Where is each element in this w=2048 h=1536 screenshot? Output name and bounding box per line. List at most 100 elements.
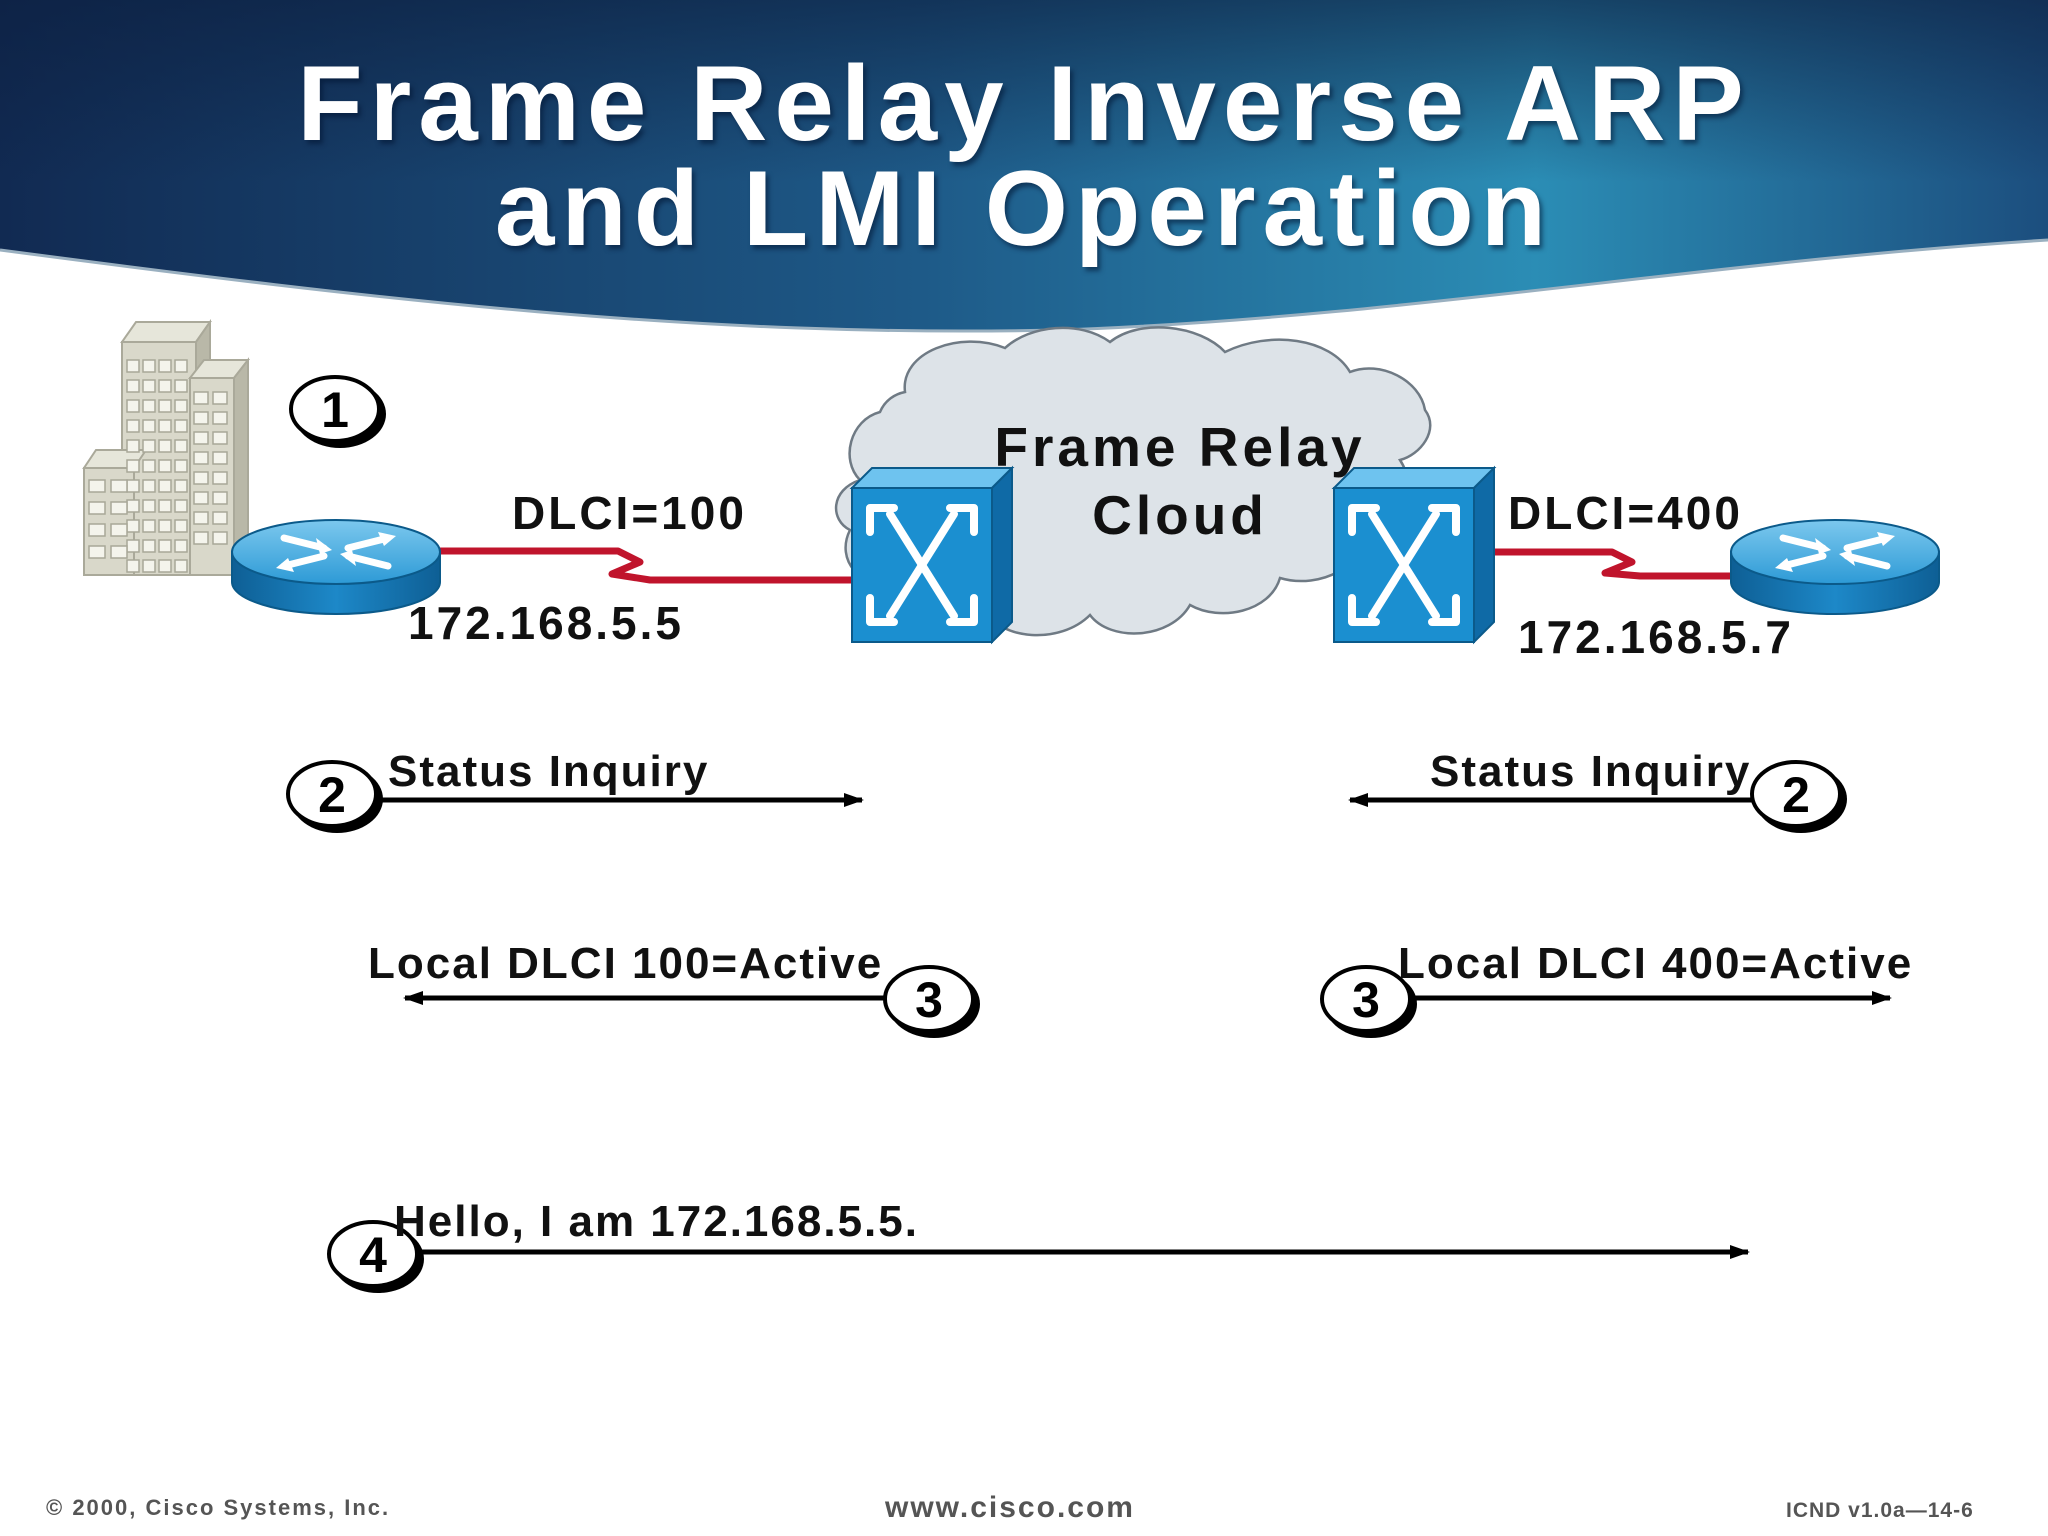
local-dlci-100-label: Local DLCI 100=Active — [368, 939, 884, 988]
cloud-label-line-2: Cloud — [1092, 484, 1268, 546]
step-circle-2-left: 2 — [286, 760, 383, 833]
building-window — [142, 419, 156, 433]
building-window — [212, 511, 228, 525]
footer-copyright: © 2000, Cisco Systems, Inc. — [46, 1495, 391, 1520]
title-line-2: and LMI Operation — [494, 148, 1554, 268]
hello-label: Hello, I am 172.168.5.5. — [394, 1197, 919, 1246]
building-window — [126, 519, 140, 533]
status-inquiry-left-label: Status Inquiry — [388, 747, 710, 796]
building-window — [126, 399, 140, 413]
left-ip-label: 172.168.5.5 — [408, 597, 685, 649]
building-window — [212, 391, 228, 405]
building-window — [174, 519, 188, 533]
building-window — [193, 511, 209, 525]
building-window — [158, 439, 172, 453]
building-window — [126, 379, 140, 393]
building-window — [212, 531, 228, 545]
building-icon — [82, 318, 251, 576]
building-window — [174, 479, 188, 493]
step-circle-3-left: 3 — [883, 965, 980, 1038]
building-window — [212, 431, 228, 445]
building-window — [193, 431, 209, 445]
svg-text:2: 2 — [318, 767, 346, 823]
building-window — [142, 439, 156, 453]
building-window — [110, 545, 128, 559]
building-window — [126, 539, 140, 553]
building-window — [126, 559, 140, 573]
building-window — [142, 479, 156, 493]
building-window — [88, 545, 106, 559]
building-window — [193, 491, 209, 505]
router-icon — [231, 519, 441, 615]
left-dlci-label: DLCI=100 — [512, 487, 747, 539]
building-window — [142, 379, 156, 393]
building-window — [212, 411, 228, 425]
cloud-label-line-1: Frame Relay — [994, 416, 1366, 478]
building-window — [126, 359, 140, 373]
building-window — [174, 379, 188, 393]
building-window — [158, 499, 172, 513]
building-window — [88, 479, 106, 493]
building-window — [174, 559, 188, 573]
building-window — [158, 479, 172, 493]
building-window — [142, 359, 156, 373]
svg-text:3: 3 — [1352, 972, 1380, 1028]
building-window — [126, 419, 140, 433]
building-window — [193, 451, 209, 465]
building-window — [174, 419, 188, 433]
header-banner — [0, 0, 2048, 333]
building-window — [212, 491, 228, 505]
building-window — [110, 479, 128, 493]
building-window — [158, 379, 172, 393]
frame-relay-switch-icon — [849, 465, 1015, 645]
building-window — [88, 523, 106, 537]
building-window — [110, 501, 128, 515]
building-window — [158, 419, 172, 433]
building-window — [158, 519, 172, 533]
building-window — [174, 439, 188, 453]
building-window — [212, 451, 228, 465]
building-window — [126, 499, 140, 513]
building-window — [88, 501, 106, 515]
footer-course: ICND v1.0a—14-6 — [1786, 1499, 1974, 1522]
building-window — [142, 539, 156, 553]
building-window — [158, 559, 172, 573]
building-window — [193, 471, 209, 485]
building-window — [142, 399, 156, 413]
building-window — [174, 399, 188, 413]
router-icon — [1730, 519, 1940, 615]
frame-relay-switch-icon — [1331, 465, 1497, 645]
building-window — [126, 479, 140, 493]
building-window — [158, 399, 172, 413]
status-inquiry-right-label: Status Inquiry — [1430, 747, 1752, 796]
title-line-1: Frame Relay Inverse ARP — [297, 43, 1751, 163]
building-window — [142, 499, 156, 513]
step-circle-4: 4 — [327, 1220, 424, 1293]
building-window — [142, 519, 156, 533]
step-circle-1: 1 — [289, 375, 386, 448]
building-window — [110, 523, 128, 537]
building-window — [158, 459, 172, 473]
building-window — [193, 391, 209, 405]
svg-text:3: 3 — [915, 972, 943, 1028]
building-window — [126, 439, 140, 453]
building-window — [212, 471, 228, 485]
step-circle-3-right: 3 — [1320, 965, 1417, 1038]
svg-text:4: 4 — [359, 1227, 387, 1283]
right-dlci-label: DLCI=400 — [1508, 487, 1743, 539]
building-window — [193, 531, 209, 545]
building-window — [174, 539, 188, 553]
building-window — [174, 359, 188, 373]
right-ip-label: 172.168.5.7 — [1518, 611, 1795, 663]
step-circle-2-right: 2 — [1750, 760, 1847, 833]
building-window — [193, 411, 209, 425]
svg-text:2: 2 — [1782, 767, 1810, 823]
building-window — [158, 539, 172, 553]
building-window — [142, 459, 156, 473]
building-window — [174, 499, 188, 513]
footer-website: www.cisco.com — [885, 1491, 1135, 1524]
building-window — [142, 559, 156, 573]
building-window — [126, 459, 140, 473]
